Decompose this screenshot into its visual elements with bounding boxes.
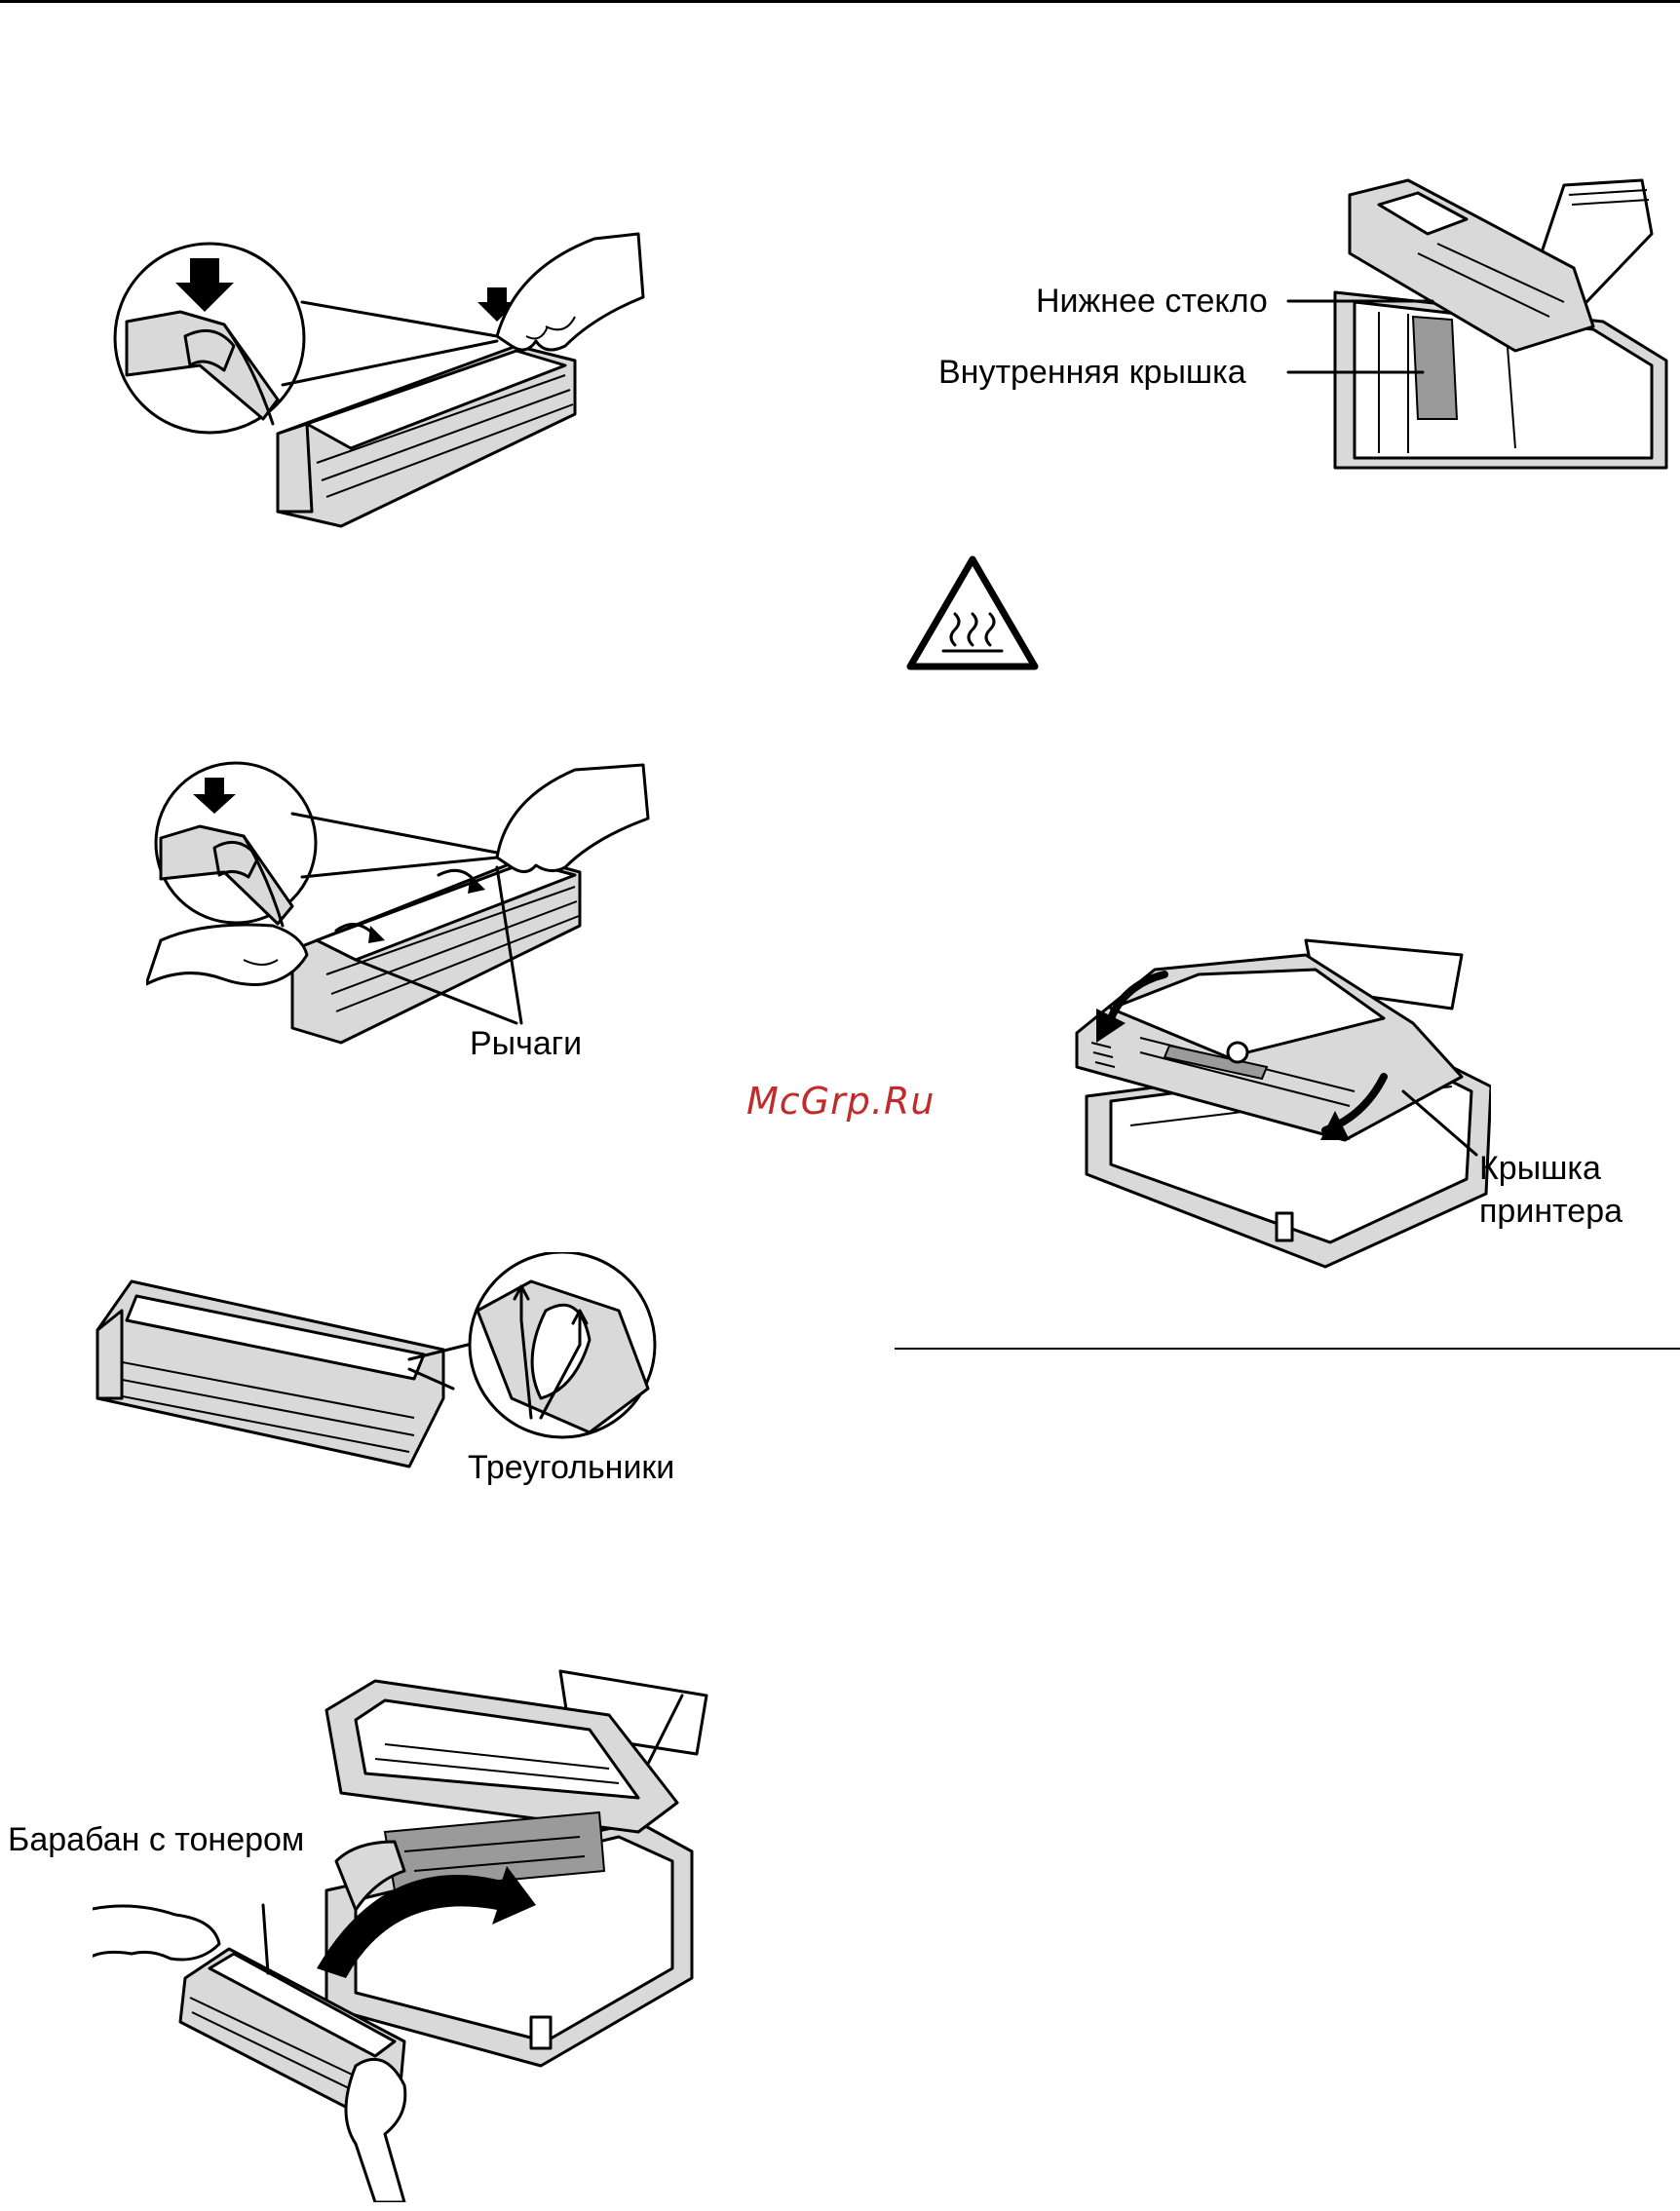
figure-printer-cover-close <box>1072 931 1491 1281</box>
leader-lines-fax-open <box>1277 292 1471 380</box>
figure-drum-levers <box>146 760 663 1062</box>
hot-surface-warning-icon <box>904 553 1041 672</box>
figure-drum-push-tabs <box>107 229 653 541</box>
label-triangles: Треугольники <box>468 1446 674 1489</box>
label-drum-toner: Барабан с тонером <box>8 1818 304 1861</box>
figure-drum-insert <box>93 1657 716 2202</box>
label-printer-cover-1: Крышка <box>1479 1147 1601 1190</box>
top-rule <box>0 0 1680 3</box>
label-levers: Рычаги <box>470 1022 582 1065</box>
label-lower-glass: Нижнее стекло <box>1036 280 1268 323</box>
watermark: McGrp.Ru <box>746 1080 935 1123</box>
section-divider <box>895 1348 1680 1350</box>
label-inner-cover: Внутренняя крышка <box>938 351 1246 394</box>
label-printer-cover-2: принтера <box>1479 1190 1623 1233</box>
